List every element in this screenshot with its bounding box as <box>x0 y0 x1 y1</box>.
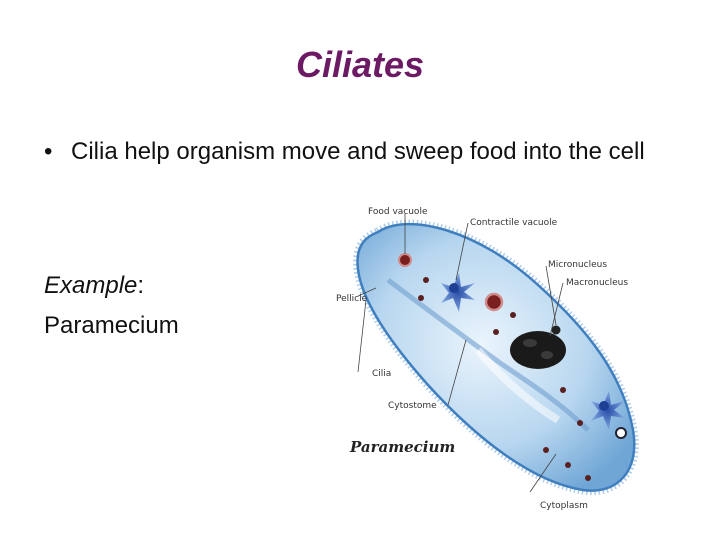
food-vacuoles <box>398 253 627 481</box>
contractile-vacuole-shape <box>441 273 475 312</box>
bullet-item: • Cilia help organism move and sweep foo… <box>44 136 694 168</box>
leader-lines <box>357 214 564 493</box>
contractile-vacuole-shape-2 <box>591 391 625 430</box>
bullet-text: Cilia help organism move and sweep food … <box>71 138 645 165</box>
label-macronucleus: Macronucleus <box>566 278 628 288</box>
bullet-dot: • <box>44 138 53 165</box>
slide-title: Ciliates <box>295 44 425 85</box>
example-label: Example <box>44 272 138 299</box>
example-block: Example: Paramecium <box>44 266 179 346</box>
label-cytostome: Cytostome <box>388 401 437 411</box>
micronucleus-shape <box>551 325 561 335</box>
example-colon: : <box>137 272 145 299</box>
oral-groove <box>386 277 590 432</box>
label-contractile-vacuole: Contractile vacuole <box>470 218 558 228</box>
label-micronucleus: Micronucleus <box>548 260 607 270</box>
paramecium-diagram: Food vacuole Contractile vacuole Micronu… <box>336 207 639 511</box>
macronucleus-shape <box>510 331 566 369</box>
diagram-caption: Paramecium <box>349 438 455 456</box>
example-value: Paramecium <box>44 312 179 339</box>
label-food-vacuole: Food vacuole <box>368 207 428 217</box>
label-cilia: Cilia <box>372 369 391 379</box>
label-cytoplasm: Cytoplasm <box>540 501 588 511</box>
label-pellicle: Pellicle <box>336 294 368 304</box>
